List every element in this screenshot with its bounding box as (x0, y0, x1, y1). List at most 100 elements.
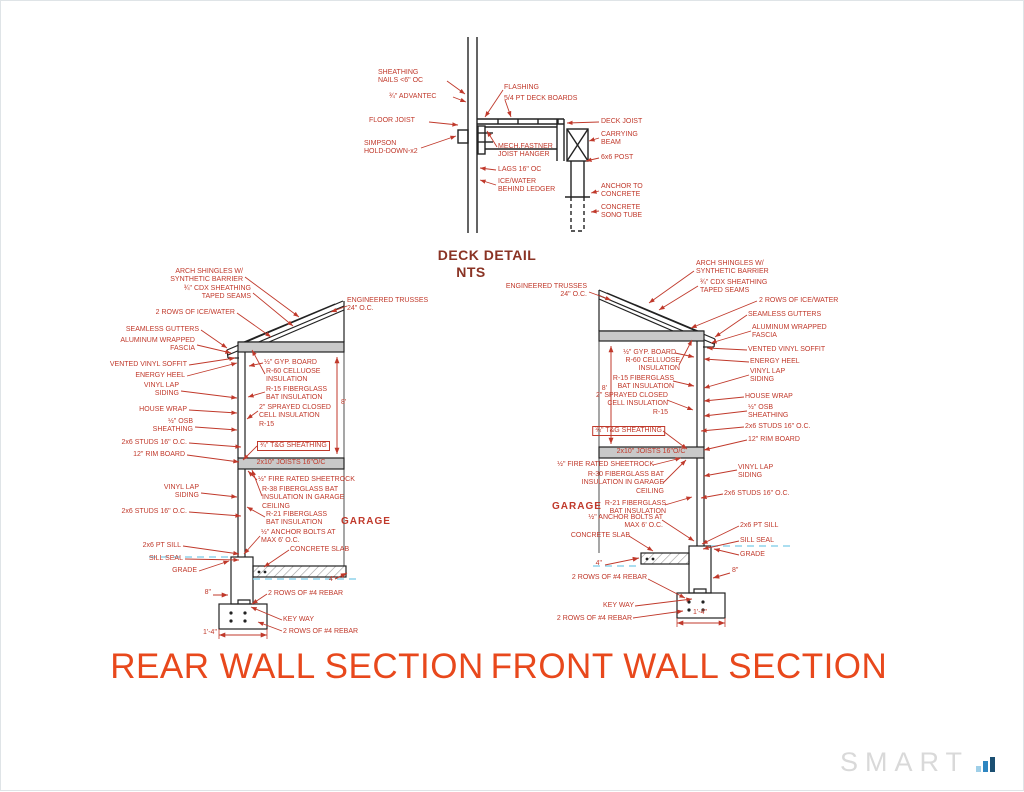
deck-label-anchor-concrete: ANCHOR TO CONCRETE (601, 183, 643, 199)
rear-section-lines (218, 300, 347, 630)
deck-label-floor-joist: FLOOR JOIST (369, 117, 415, 124)
rear-label-grade: GRADE (172, 567, 197, 574)
front-label-garage: GARAGE (552, 501, 602, 512)
rear-label-tg-sheathing: ¾" T&G SHEATHING (257, 441, 330, 452)
front-label-gutters: SEAMLESS GUTTERS (748, 311, 822, 318)
rear-dim-1-4: 1'-4" (203, 629, 217, 636)
deck-label-deck-boards: 5/4 PT DECK BOARDS (504, 95, 578, 102)
grade-lines (149, 545, 793, 580)
front-label-slab: CONCRETE SLAB (570, 532, 630, 539)
rear-label-joists: 2x10" JOISTS 16"O/C (256, 459, 326, 466)
rear-dim-8in: 8" (204, 589, 211, 596)
front-label-rim-board: 12" RIM BOARD (748, 436, 800, 443)
front-label-cdx: ¾" CDX SHEATHING TAPED SEAMS (700, 279, 768, 295)
front-label-r15: R-15 FIBERGLASS BAT INSULATION (612, 375, 674, 391)
rear-label-r15: R-15 FIBERGLASS BAT INSULATION (266, 386, 328, 402)
deck-label-sheathing-nails: SHEATHING NAILS <6" OC (378, 69, 424, 85)
rear-label-gutters: SEAMLESS GUTTERS (125, 326, 199, 333)
rear-label-slab: CONCRETE SLAB (290, 546, 350, 553)
front-section-lines (597, 289, 726, 619)
front-label-fascia: ALUMINUM WRAPPED FASCIA (752, 324, 827, 340)
front-label-arch-shingles: ARCH SHINGLES W/ SYNTHETIC BARRIER (696, 260, 769, 276)
front-rebar-dots (645, 557, 705, 612)
front-label-vinyl-lower: VINYL LAP SIDING (738, 464, 774, 480)
front-label-studs-lower: 2x6 STUDS 16" O.C. (724, 490, 790, 497)
rear-label-rebar-bottom: 2 ROWS OF #4 REBAR (283, 628, 359, 635)
rear-label-keyway: KEY WAY (283, 616, 314, 623)
deck-detail-lines (457, 37, 590, 233)
rear-label-rebar-top: 2 ROWS OF #4 REBAR (268, 590, 344, 597)
deck-label-lags: LAGS 16" OC (498, 166, 542, 173)
watermark: SMART (840, 749, 995, 776)
deck-detail-title: DECK DETAIL (437, 247, 537, 263)
rear-label-soffit: VENTED VINYL SOFFIT (109, 361, 187, 368)
rear-label-vinyl-upper: VINYL LAP SIDING (143, 382, 179, 398)
deck-label-sono-tube: CONCRETE SONO TUBE (601, 204, 643, 220)
front-dim-4in: 4" (595, 560, 602, 567)
rear-label-anchor-bolts: ½" ANCHOR BOLTS AT MAX 6' O.C. (261, 529, 336, 545)
rear-section-title: REAR WALL SECTION (110, 647, 484, 686)
deck-label-carrying-beam: CARRYING BEAM (601, 131, 638, 147)
front-label-vinyl-upper: VINYL LAP SIDING (750, 368, 786, 384)
rear-dim-4in: 4" (329, 576, 336, 583)
front-label-studs-upper: 2x6 STUDS 16" O.C. (745, 423, 811, 430)
deck-label-post: 6x6 POST (601, 154, 634, 161)
rear-label-gyp: ½" GYP. BOARD (264, 359, 317, 366)
deck-label-ice-water-ledger: ICE/WATER BEHIND LEDGER (498, 178, 556, 194)
front-label-joists: 2x10" JOISTS 16"O/C (616, 448, 686, 455)
rear-label-arch-shingles: ARCH SHINGLES W/ SYNTHETIC BARRIER (170, 268, 243, 284)
front-label-osb: ½" OSB SHEATHING (748, 404, 789, 420)
watermark-text: SMART (839, 747, 969, 777)
rear-label-rim-board: 12" RIM BOARD (133, 451, 185, 458)
rear-rebar-dots (229, 570, 267, 623)
front-dim-8in: 8" (732, 567, 739, 574)
front-section-title: FRONT WALL SECTION (490, 647, 888, 686)
deck-label-flashing: FLASHING (504, 84, 540, 91)
front-label-sprayed: 2" SPRAYED CLOSED CELL INSULATION R-15 (596, 392, 668, 416)
front-label-grade: GRADE (740, 551, 765, 558)
front-label-sill-seal: SILL SEAL (740, 537, 774, 544)
front-label-rebar-top: 2 ROWS OF #4 REBAR (571, 574, 647, 581)
front-label-fire-rock: ½" FIRE RATED SHEETROCK (557, 461, 654, 468)
front-label-gyp: ½" GYP. BOARD (623, 349, 676, 356)
rear-label-studs-upper: 2x6 STUDS 16" O.C. (121, 439, 187, 446)
front-label-ice-water: 2 ROWS OF ICE/WATER (759, 297, 839, 304)
rear-label-garage: GARAGE (341, 516, 391, 527)
deck-label-mech-fastner: MECH.FASTNER JOIST HANGER (498, 143, 553, 159)
front-label-anchor-bolts: ½" ANCHOR BOLTS AT MAX 6' O.C. (588, 514, 663, 530)
rear-label-ice-water: 2 ROWS OF ICE/WATER (155, 309, 235, 316)
rear-label-studs-lower: 2x6 STUDS 16" O.C. (121, 508, 187, 515)
rear-label-energy-heel: ENERGY HEEL (135, 372, 185, 379)
rear-label-r60: R-60 CELLUOSE INSULATION (266, 368, 321, 384)
rear-label-osb: ½" OSB SHEATHING (152, 418, 193, 434)
rear-label-cdx: ¾" CDX SHEATHING TAPED SEAMS (183, 285, 251, 301)
rear-label-sprayed: 2" SPRAYED CLOSED CELL INSULATION R-15 (259, 404, 331, 428)
front-label-energy-heel: ENERGY HEEL (750, 358, 800, 365)
front-label-trusses: ENGINEERED TRUSSES 24" O.C. (505, 283, 587, 299)
front-dim-1-4: 1'-4" (693, 609, 707, 616)
front-label-keyway: KEY WAY (603, 602, 634, 609)
front-label-r21: R-21 FIBERGLASS BAT INSULATION (604, 500, 666, 516)
rear-label-house-wrap: HOUSE WRAP (139, 406, 187, 413)
front-label-pt-sill: 2x6 PT SILL (740, 522, 779, 529)
front-dim-8ft: 8' (601, 385, 607, 392)
front-label-garage-ceiling-insulation: R-30 FIBERGLASS BAT INSULATION IN GARAGE… (581, 471, 664, 495)
deck-label-advantec: ¾" ADVANTEC (389, 93, 437, 100)
rear-label-garage-ceiling-insulation: R-38 FIBERGLASS BAT INSULATION IN GARAGE… (262, 486, 345, 510)
leader-lines (180, 80, 758, 632)
rear-label-vinyl-lower: VINYL LAP SIDING (163, 484, 199, 500)
deck-detail-scale: NTS (456, 264, 486, 280)
rear-label-fire-rock: ½" FIRE RATED SHEETROCK (258, 476, 355, 483)
watermark-bars-icon (976, 757, 995, 776)
front-label-rebar-bottom: 2 ROWS OF #4 REBAR (556, 615, 632, 622)
front-label-house-wrap: HOUSE WRAP (745, 393, 793, 400)
front-label-r60: R-60 CELLUOSE INSULATION (625, 357, 680, 373)
rear-label-pt-sill: 2x6 PT SILL (142, 542, 181, 549)
dimension-lines (213, 346, 731, 639)
front-label-tg-sheathing: ¾" T&G SHEATHING (592, 426, 665, 437)
front-label-soffit: VENTED VINYL SOFFIT (748, 346, 826, 353)
rear-dim-8ft: 8' (341, 399, 347, 406)
rear-label-trusses: ENGINEERED TRUSSES 24" O.C. (347, 297, 429, 313)
